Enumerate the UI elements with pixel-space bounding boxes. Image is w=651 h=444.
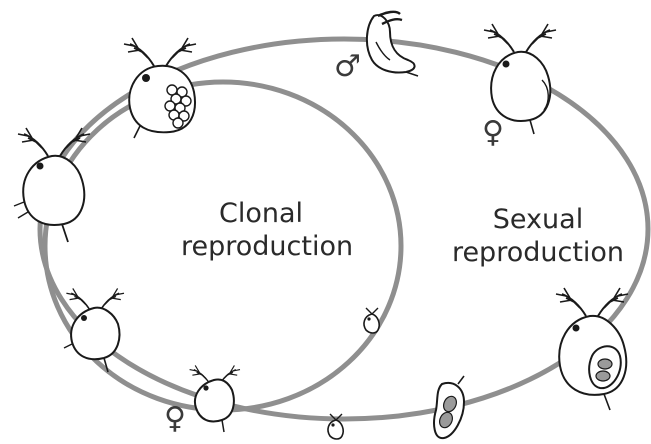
female-symbol-icon: ♀ — [482, 118, 504, 148]
sexual-reproduction-label: Sexual reproduction — [448, 203, 628, 269]
daphnia-neonate-icon — [364, 308, 379, 333]
daphnia-with-ephippium-icon — [556, 288, 628, 410]
daphnia-with-eggs-icon — [124, 38, 196, 138]
female-symbol-icon: ♀ — [164, 404, 186, 434]
clonal-label-line1: Clonal — [181, 197, 341, 230]
daphnia-adult-icon — [14, 128, 90, 242]
daphnia-juvenile-icon — [190, 365, 240, 432]
sexual-label-line1: Sexual — [448, 203, 628, 236]
clonal-label-line2: reproduction — [181, 230, 341, 263]
clonal-reproduction-label: Clonal reproduction — [181, 197, 341, 263]
daphnia-juvenile-icon — [64, 288, 124, 372]
sexual-label-line2: reproduction — [448, 236, 628, 269]
ephippium-icon — [434, 376, 464, 438]
male-symbol-icon: ♂ — [334, 52, 361, 82]
